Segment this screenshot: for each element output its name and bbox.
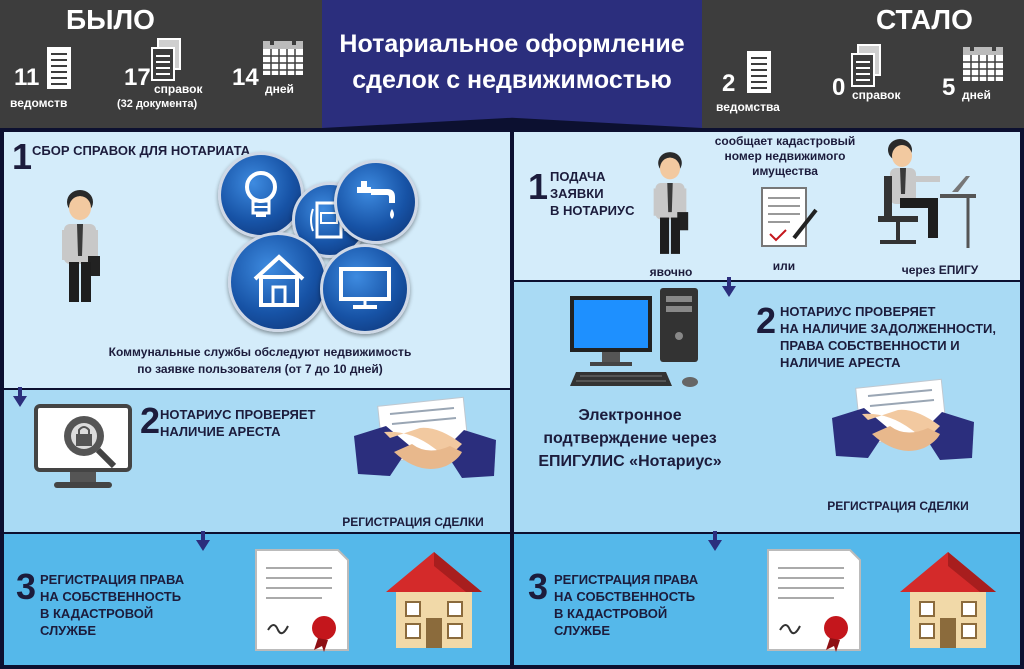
house-icon: [249, 251, 309, 316]
before-step3-line3: В КАДАСТРОВОЙ: [40, 606, 154, 621]
after-step1-num: 1: [528, 166, 549, 207]
after-step1-line2: ЗАЯВКИ: [550, 186, 604, 201]
faucet-icon: [351, 177, 401, 232]
desktop-computer-icon: [566, 286, 706, 399]
after-stat-agencies-label: ведомства: [716, 100, 780, 114]
after-step3-num: 3: [528, 566, 549, 607]
after-step1-note-line2: номер недвижимого: [724, 149, 846, 163]
form-pen-icon: [760, 186, 820, 255]
person-icon: [58, 186, 102, 311]
after-step2-line1: НОТАРИУС ПРОВЕРЯЕТ: [780, 304, 936, 319]
papers-icon: [850, 44, 882, 93]
certificate-icon: [764, 546, 864, 659]
after-step1-line1: ПОДАЧА: [550, 169, 606, 184]
house-icon: [896, 548, 1000, 657]
before-stat-days-num: 14: [232, 64, 259, 91]
page-title-line2: сделок с недвижимостью: [352, 66, 672, 94]
after-step2-electronic-line1: Электронное: [578, 407, 682, 424]
arrow-down-icon: [722, 277, 736, 297]
before-stat-agencies-num: 11: [14, 64, 40, 91]
tv-icon: [339, 265, 391, 316]
after-step2-line2: НА НАЛИЧИЕ ЗАДОЛЖЕННОСТИ,: [780, 321, 997, 336]
after-step3-line4: СЛУЖБЕ: [554, 623, 611, 638]
person-computer-icon: [870, 136, 980, 261]
electricity-bubble: [218, 152, 304, 238]
document-icon: [746, 50, 772, 99]
after-stat-docs-label: справок: [852, 88, 901, 102]
after-step1-note-line1: сообщает кадастровый: [714, 134, 856, 148]
arrow-down-icon: [196, 531, 210, 551]
after-step2-electronic-line3: ЕПИГУЛИС «Нотариус»: [538, 453, 722, 470]
certificate-icon: [252, 546, 352, 659]
calendar-icon: [262, 36, 304, 81]
title-banner: Нотариальное оформление сделок с недвижи…: [322, 0, 702, 128]
after-step2-line4: НАЛИЧИЕ АРЕСТА: [780, 355, 901, 370]
after-step1-note-line3: имущества: [752, 164, 818, 178]
before-stat-days-label: дней: [265, 82, 294, 96]
after-step3-line1: РЕГИСТРАЦИЯ ПРАВА: [554, 572, 699, 587]
papers-icon: [150, 38, 182, 87]
after-step2-num: 2: [756, 300, 777, 341]
document-icon: [46, 46, 72, 95]
after-heading: СТАЛО: [876, 4, 973, 35]
before-stat-docs-label: справок: [154, 82, 203, 96]
before-step2-caption: РЕГИСТРАЦИЯ СДЕЛКИ: [342, 515, 484, 529]
before-step3-num: 3: [16, 566, 37, 607]
after-step3-line3: В КАДАСТРОВОЙ: [554, 606, 668, 621]
calendar-icon: [962, 42, 1004, 87]
before-step1-num: 1: [12, 136, 33, 177]
before-step3-line1: РЕГИСТРАЦИЯ ПРАВА: [40, 572, 185, 587]
before-stat-docs-num: 17: [124, 64, 151, 91]
after-stat-agencies-num: 2: [722, 70, 736, 97]
before-heading: БЫЛО: [66, 4, 155, 35]
after-stat-days-label: дней: [962, 88, 991, 102]
before-stat-agencies-label: ведомств: [10, 96, 68, 110]
before-step1-text: СБОР СПРАВОК ДЛЯ НОТАРИАТА: [32, 143, 251, 158]
after-step1-or-caption: или: [772, 259, 796, 273]
handshake-icon: [828, 378, 978, 483]
after-step1-line3: В НОТАРИУС: [550, 203, 635, 218]
water-bubble: [334, 160, 418, 244]
after-step1-person-caption: явочно: [649, 265, 693, 279]
before-step2-num: 2: [140, 400, 161, 441]
after-step2-electronic-line2: подтверждение через: [543, 430, 717, 447]
before-stat-docs-sub: (32 документа): [117, 98, 198, 110]
page-title-line1: Нотариальное оформление: [339, 30, 685, 58]
after-step2-caption: РЕГИСТРАЦИЯ СДЕЛКИ: [827, 499, 969, 513]
monitor-lock-icon: [34, 404, 134, 497]
handshake-icon: [350, 396, 500, 501]
after-stat-days-num: 5: [942, 74, 956, 101]
before-step3-line4: СЛУЖБЕ: [40, 623, 97, 638]
house-icon: [382, 548, 486, 657]
arrow-down-icon: [708, 531, 722, 551]
housing-bubble: [228, 232, 328, 332]
tv-bubble: [320, 244, 410, 334]
person-icon: [650, 148, 690, 263]
before-step3-line2: НА СОБСТВЕННОСТЬ: [40, 589, 182, 604]
before-step1-caption-line2: по заявке пользователя (от 7 до 10 дней): [137, 362, 383, 376]
after-step3-line2: НА СОБСТВЕННОСТЬ: [554, 589, 696, 604]
after-step1-online-caption: через ЕПИГУ: [901, 263, 979, 277]
before-step2-line1: НОТАРИУС ПРОВЕРЯЕТ: [160, 407, 316, 422]
after-stat-docs-num: 0: [832, 74, 846, 101]
before-step2-line2: НАЛИЧИЕ АРЕСТА: [160, 424, 281, 439]
arrow-down-icon: [13, 387, 27, 407]
after-step2-line3: ПРАВА СОБСТВЕННОСТИ И: [780, 338, 960, 353]
before-step1-caption-line1: Коммунальные службы обследуют недвижимос…: [108, 345, 412, 359]
lightbulb-icon: [239, 167, 283, 228]
